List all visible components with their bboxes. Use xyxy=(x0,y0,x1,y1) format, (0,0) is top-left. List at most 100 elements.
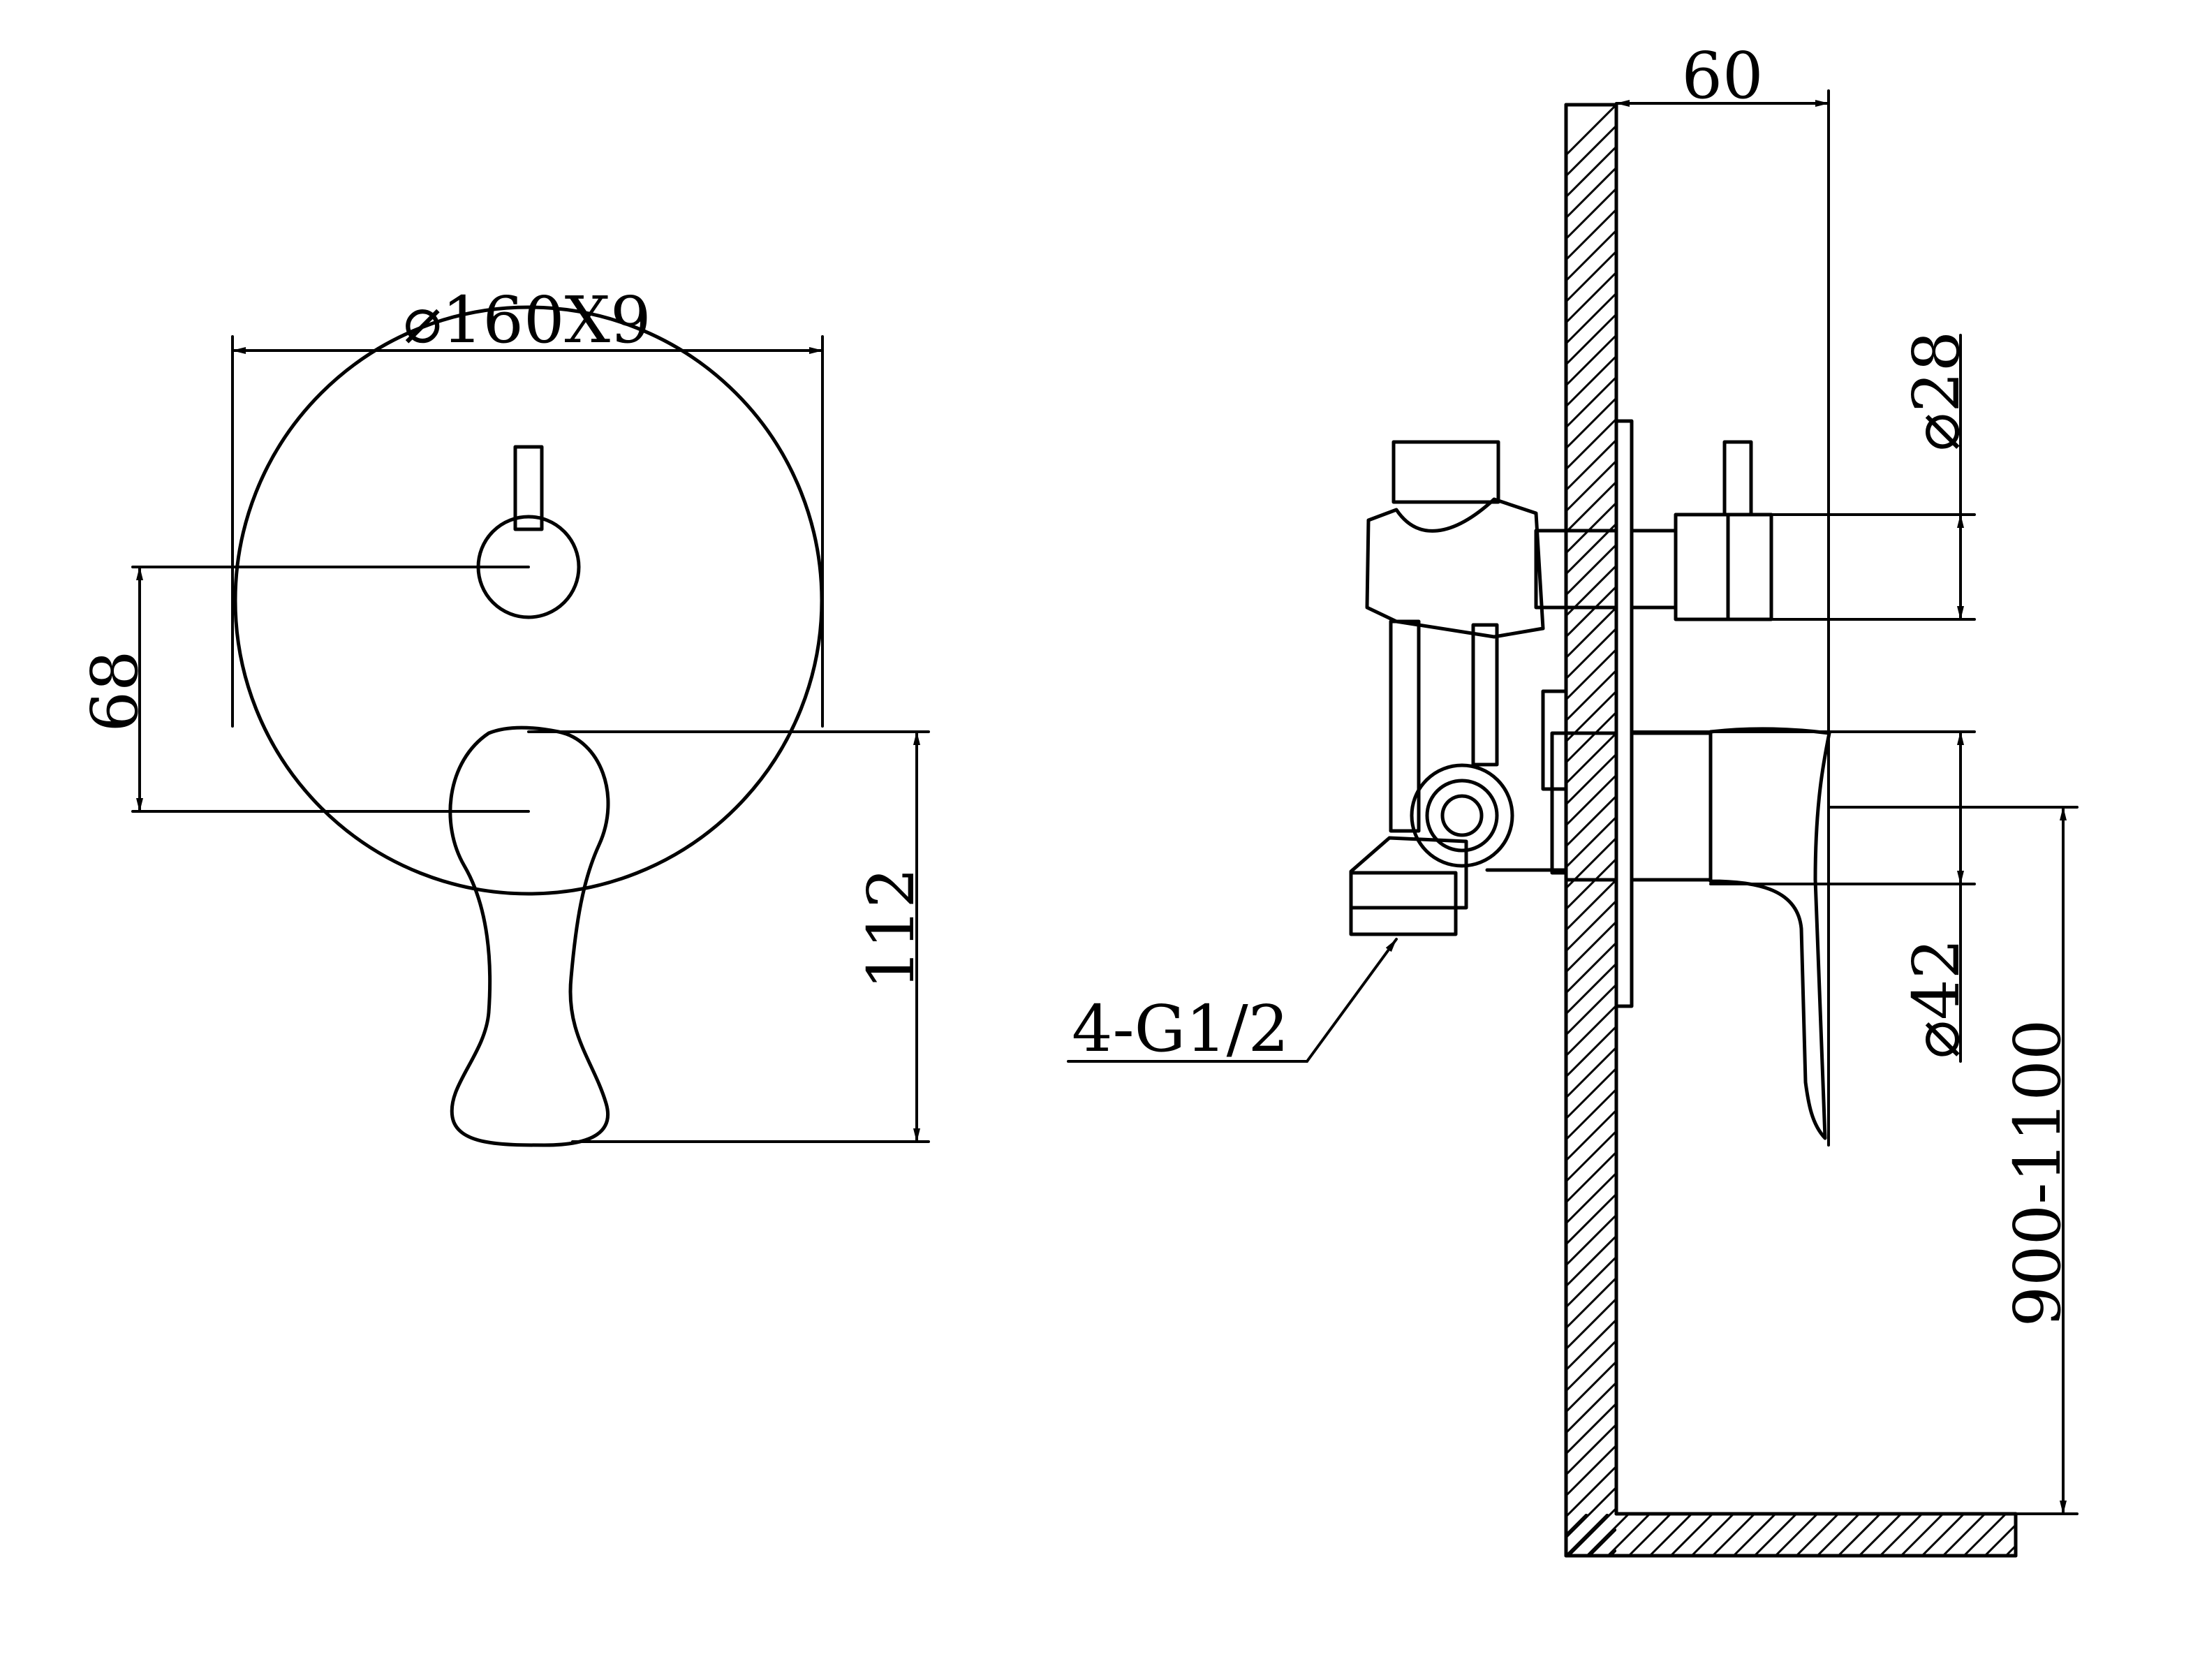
lever-handle xyxy=(448,725,610,1147)
hatch-line xyxy=(1566,941,1616,994)
hatch-line xyxy=(1566,543,1616,596)
hatch-line xyxy=(1566,1514,1567,1516)
hatch-line xyxy=(1753,1514,1798,1556)
hatch-line xyxy=(1648,1514,1693,1556)
hatch-line xyxy=(1566,606,1616,659)
spacing-dimension-label: 68 xyxy=(77,650,152,732)
hatch-line xyxy=(1566,1514,1588,1537)
hatch-line xyxy=(1566,1318,1616,1371)
hatch-line xyxy=(1942,1514,1986,1556)
hatch-line xyxy=(1627,1514,1672,1556)
hatch-line xyxy=(1566,1276,1616,1329)
hatch-line xyxy=(1566,1109,1616,1162)
hatch-line xyxy=(1774,1514,1819,1556)
hatch-line xyxy=(1566,669,1616,722)
hatch-line xyxy=(1566,334,1616,387)
hatch-line xyxy=(1566,1172,1616,1225)
hatch-line xyxy=(1566,816,1616,869)
hatch-line xyxy=(1607,1514,1651,1556)
hatch-line xyxy=(1566,229,1616,282)
hatch-line xyxy=(1566,166,1616,219)
hatch-line xyxy=(1566,1151,1616,1204)
hatch-line xyxy=(1566,878,1616,931)
hatch-line xyxy=(2005,1544,2016,1556)
hatch-line xyxy=(1566,1360,1616,1413)
hatch-line xyxy=(1566,1444,1616,1497)
hatch-line xyxy=(1566,1486,1616,1539)
hatch-line xyxy=(1566,480,1616,533)
diameter-dimension-label: ⌀160X9 xyxy=(403,283,651,358)
hatch-line xyxy=(1567,1507,1616,1556)
hatch-line xyxy=(1566,1067,1616,1120)
side-cover-plate xyxy=(1614,419,1634,1008)
hatch-line xyxy=(1586,1514,1630,1556)
valve-body xyxy=(1349,440,1568,936)
floor-section xyxy=(1564,1512,2069,1558)
height-range-dimension-label: 900-1100 xyxy=(2000,1019,2075,1327)
large-knob-diameter-label: ⌀42 xyxy=(1899,938,1974,1059)
hatch-line xyxy=(1858,1514,1903,1556)
hatch-line xyxy=(1566,857,1616,911)
hatch-line xyxy=(1566,418,1616,471)
hatch-line xyxy=(1566,397,1616,450)
hatch-line xyxy=(1732,1514,1777,1556)
hatch-line xyxy=(1963,1514,2007,1556)
hatch-line xyxy=(1566,1255,1616,1309)
hatch-line xyxy=(1566,983,1616,1036)
cover-plate-circle xyxy=(233,305,824,896)
hatch-line xyxy=(1566,355,1616,408)
side-view: 60 ⌀28 ⌀42 900-1100 4-G1/2 xyxy=(1067,38,2079,1642)
hatch-line xyxy=(1879,1514,1924,1556)
hatch-line xyxy=(1900,1514,1944,1556)
hatch-line xyxy=(1566,1297,1616,1350)
inlet-thread-label: 4-G1/2 xyxy=(1072,992,1289,1066)
depth-dimension-label: 60 xyxy=(1681,38,1763,113)
hatch-line xyxy=(1566,627,1616,680)
hatch-line xyxy=(1566,292,1616,345)
hatch-line xyxy=(1566,1514,1609,1556)
hatch-line xyxy=(1566,1130,1616,1183)
hatch-line xyxy=(1566,585,1616,638)
hatch-line xyxy=(1566,962,1616,1015)
hatch-line xyxy=(1711,1514,1756,1556)
hatch-line xyxy=(1816,1514,1861,1556)
hatch-line xyxy=(1566,208,1616,261)
hatch-line xyxy=(1566,1088,1616,1141)
hatch-line xyxy=(1566,1465,1616,1518)
small-knob-diameter-label: ⌀28 xyxy=(1899,331,1974,451)
hatch-line xyxy=(1566,124,1616,177)
hatch-line xyxy=(1669,1514,1714,1556)
side-diverter-knob xyxy=(1564,440,1773,621)
hatch-line xyxy=(1566,1214,1616,1267)
hatch-line xyxy=(1566,1592,1616,1642)
hatch-line xyxy=(1566,774,1616,827)
hatch-line xyxy=(1566,1025,1616,1078)
hatch-line xyxy=(1566,376,1616,429)
hatch-line xyxy=(1566,1046,1616,1099)
diverter-knob xyxy=(476,445,581,619)
lever-height-dimension-label: 112 xyxy=(854,867,929,990)
hatch-line xyxy=(1566,459,1616,513)
hatch-line xyxy=(1566,313,1616,366)
hatch-line xyxy=(1566,1571,1616,1621)
hatch-line xyxy=(1566,501,1616,554)
hatch-line xyxy=(1566,1402,1616,1455)
hatch-line xyxy=(1566,920,1616,973)
hatch-line xyxy=(1921,1514,1965,1556)
hatch-line xyxy=(2027,1514,2069,1556)
hatch-line xyxy=(1984,1523,2016,1556)
hatch-line xyxy=(1566,187,1616,240)
hatch-line xyxy=(1566,648,1616,701)
hatch-line xyxy=(1837,1514,1882,1556)
hatch-line xyxy=(1566,795,1616,848)
hatch-line xyxy=(1566,732,1616,785)
hatch-line xyxy=(1566,1339,1616,1392)
hatch-line xyxy=(1690,1514,1735,1556)
hatch-line xyxy=(1566,753,1616,806)
hatch-line xyxy=(1566,1381,1616,1434)
hatch-line xyxy=(1566,1423,1616,1476)
front-view: ⌀160X9 68 112 xyxy=(77,283,930,1147)
wall-section xyxy=(1564,103,1618,1642)
hatch-line xyxy=(1566,439,1616,492)
